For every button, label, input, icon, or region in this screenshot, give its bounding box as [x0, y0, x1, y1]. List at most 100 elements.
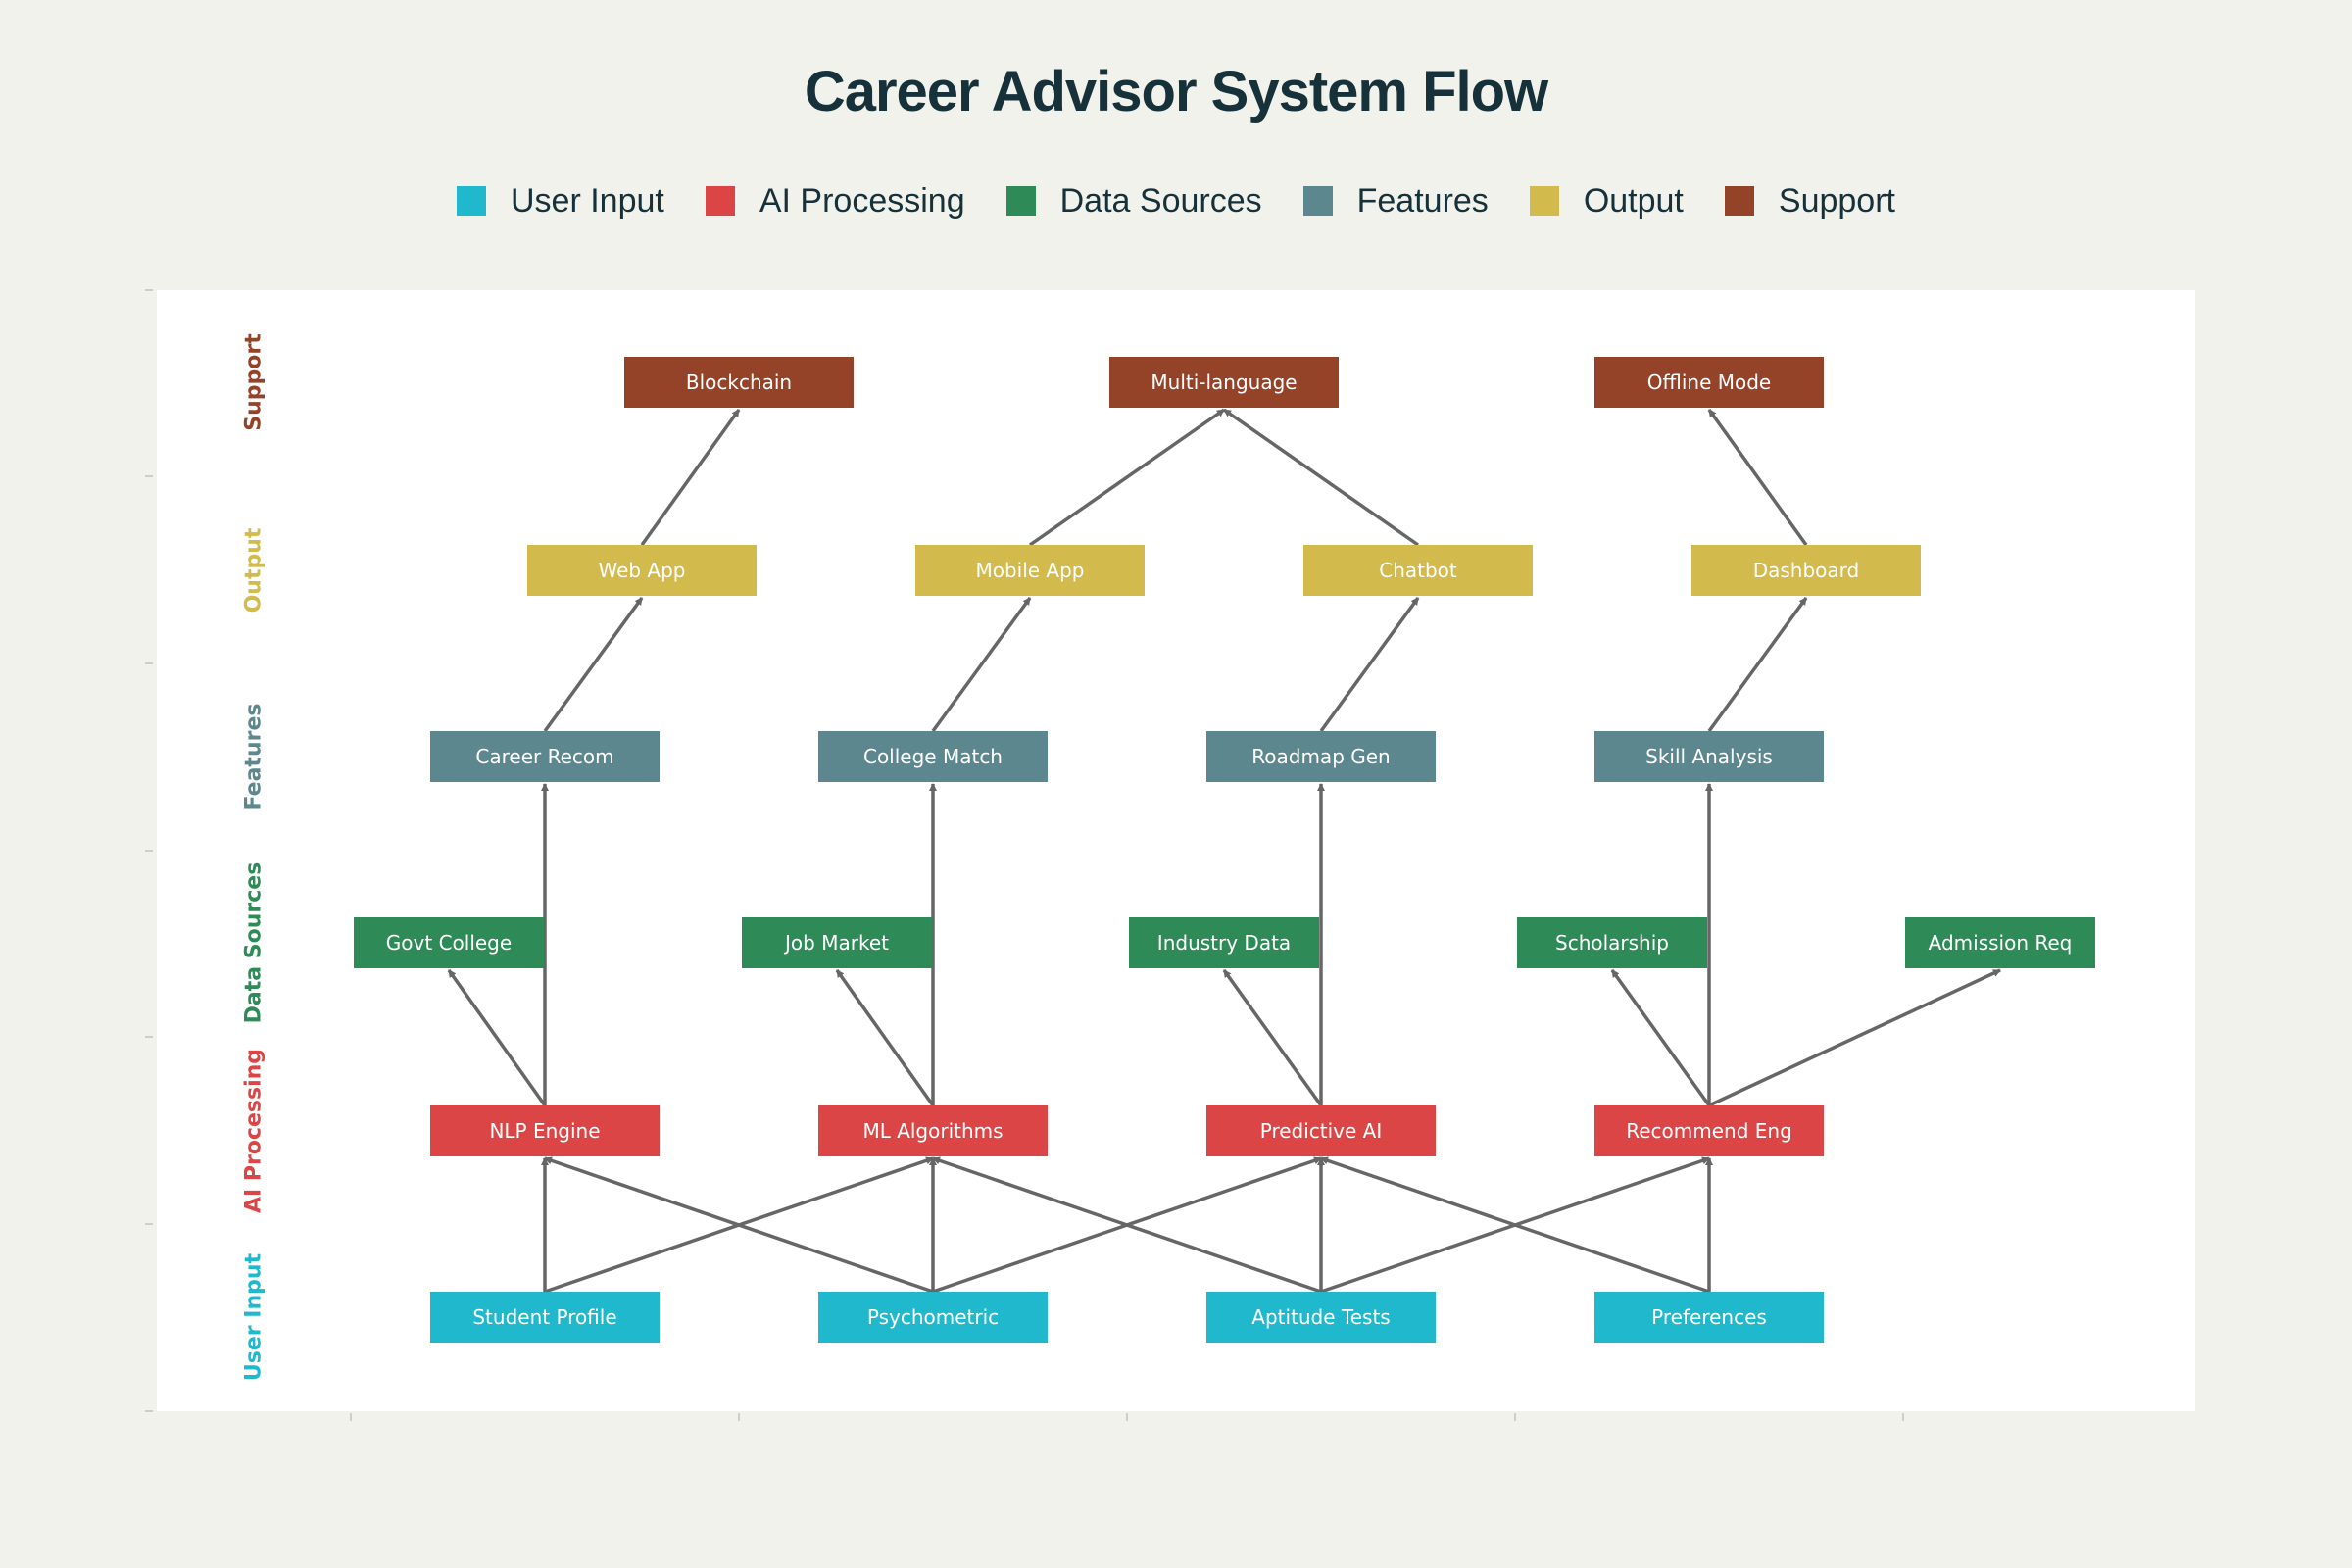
- node-multi-language: Multi-language: [1109, 357, 1339, 408]
- legend-swatch-support: [1724, 186, 1754, 216]
- node-mobile-app: Mobile App: [915, 545, 1145, 596]
- node-label-blockchain: Blockchain: [686, 370, 792, 394]
- edge-recommend-eng-to-scholarship: [1610, 968, 1711, 1107]
- node-label-industry-data: Industry Data: [1157, 931, 1291, 955]
- node-box-aptitude-tests: [1206, 1292, 1436, 1343]
- edge-psychometric-to-nlp-engine: [544, 1156, 934, 1294]
- node-skill-analysis: Skill Analysis: [1594, 731, 1824, 782]
- node-govt-college: Govt College: [354, 917, 544, 968]
- node-box-career-recom: [430, 731, 660, 782]
- node-roadmap-gen: Roadmap Gen: [1206, 731, 1436, 782]
- node-box-scholarship: [1517, 917, 1707, 968]
- node-box-job-market: [742, 917, 932, 968]
- edge-chatbot-to-multi-language: [1222, 408, 1420, 547]
- edge-recommend-eng-to-admission-req: [1708, 968, 2001, 1107]
- node-box-psychometric: [818, 1292, 1048, 1343]
- edges: [447, 408, 2001, 1294]
- node-label-job-market: Job Market: [783, 931, 889, 955]
- legend-item-features: Features: [1302, 181, 1489, 220]
- edge-web-app-to-blockchain: [640, 408, 741, 547]
- node-web-app: Web App: [527, 545, 757, 596]
- node-box-blockchain: [624, 357, 854, 408]
- diagram-plot-area: [157, 290, 2195, 1411]
- node-label-ml-algorithms: ML Algorithms: [862, 1119, 1003, 1143]
- legend-label-features: Features: [1356, 181, 1489, 220]
- node-dashboard: Dashboard: [1691, 545, 1921, 596]
- legend-item-user-input: User Input: [457, 182, 664, 220]
- node-label-web-app: Web App: [598, 559, 685, 582]
- edge-ml-algorithms-to-job-market: [835, 968, 935, 1107]
- node-box-govt-college: [354, 917, 544, 968]
- node-chatbot: Chatbot: [1303, 545, 1533, 596]
- node-label-psychometric: Psychometric: [867, 1305, 999, 1329]
- node-label-mobile-app: Mobile App: [975, 559, 1084, 582]
- node-industry-data: Industry Data: [1129, 917, 1319, 968]
- lane-label-data-sources: Data Sources: [242, 862, 267, 1024]
- node-label-preferences: Preferences: [1651, 1305, 1767, 1329]
- node-box-chatbot: [1303, 545, 1533, 596]
- node-box-dashboard: [1691, 545, 1921, 596]
- node-label-multi-language: Multi-language: [1151, 370, 1297, 394]
- legend-swatch-features: [1302, 186, 1333, 216]
- node-box-skill-analysis: [1594, 731, 1824, 782]
- legend: User Input AI Processing Data Sources Fe…: [0, 176, 2352, 225]
- node-recommend-eng: Recommend Eng: [1594, 1105, 1824, 1156]
- lane-label-user-input: User Input: [242, 1252, 267, 1381]
- edge-college-match-to-mobile-app: [931, 596, 1032, 733]
- node-college-match: College Match: [818, 731, 1048, 782]
- lane-label-ai-processing: AI Processing: [242, 1049, 267, 1213]
- legend-swatch-user-input: [457, 186, 486, 216]
- nodes: Student Profile Psychometric Aptitude Test…: [354, 357, 2095, 1343]
- node-nlp-engine: NLP Engine: [430, 1105, 660, 1156]
- legend-label-ai-processing: AI Processing: [759, 181, 965, 220]
- legend-swatch-ai-processing: [705, 186, 735, 216]
- node-label-govt-college: Govt College: [386, 931, 512, 955]
- node-ml-algorithms: ML Algorithms: [818, 1105, 1048, 1156]
- node-label-admission-req: Admission Req: [1929, 931, 2073, 955]
- node-admission-req: Admission Req: [1905, 917, 2095, 968]
- node-offline-mode: Offline Mode: [1594, 357, 1824, 408]
- node-label-nlp-engine: NLP Engine: [489, 1119, 600, 1143]
- node-box-college-match: [818, 731, 1048, 782]
- legend-item-data-sources: Data Sources: [1005, 182, 1262, 220]
- node-box-offline-mode: [1594, 357, 1824, 408]
- node-box-recommend-eng: [1594, 1105, 1824, 1156]
- lane-label-support: Support: [242, 333, 267, 431]
- edge-predictive-ai-to-industry-data: [1222, 968, 1323, 1107]
- node-job-market: Job Market: [742, 917, 932, 968]
- node-box-multi-language: [1109, 357, 1339, 408]
- node-label-roadmap-gen: Roadmap Gen: [1251, 745, 1390, 768]
- legend-item-support: Support: [1724, 181, 1895, 220]
- edge-skill-analysis-to-dashboard: [1707, 596, 1808, 733]
- legend-item-output: Output: [1529, 182, 1684, 220]
- axis-ticks: [145, 289, 1904, 1421]
- diagram-title: Career Advisor System Flow: [804, 60, 1548, 123]
- edge-roadmap-gen-to-chatbot: [1319, 596, 1420, 733]
- node-box-admission-req: [1905, 917, 2095, 968]
- legend-item-ai-processing: AI Processing: [705, 181, 965, 220]
- node-predictive-ai: Predictive AI: [1206, 1105, 1436, 1156]
- node-label-predictive-ai: Predictive AI: [1260, 1119, 1383, 1143]
- legend-swatch-data-sources: [1005, 186, 1036, 216]
- node-scholarship: Scholarship: [1517, 917, 1707, 968]
- node-box-predictive-ai: [1206, 1105, 1436, 1156]
- node-label-recommend-eng: Recommend Eng: [1626, 1119, 1792, 1143]
- edge-preferences-to-predictive-ai: [1320, 1156, 1710, 1294]
- node-student-profile: Student Profile: [430, 1292, 660, 1343]
- edge-career-recom-to-web-app: [543, 596, 644, 733]
- legend-label-support: Support: [1778, 181, 1895, 220]
- node-label-aptitude-tests: Aptitude Tests: [1251, 1305, 1390, 1329]
- node-label-chatbot: Chatbot: [1379, 559, 1457, 582]
- edge-dashboard-to-offline-mode: [1707, 408, 1808, 547]
- node-box-roadmap-gen: [1206, 731, 1436, 782]
- node-box-web-app: [527, 545, 757, 596]
- node-career-recom: Career Recom: [430, 731, 660, 782]
- lane-label-output: Output: [242, 527, 267, 612]
- node-label-offline-mode: Offline Mode: [1647, 370, 1771, 394]
- node-label-student-profile: Student Profile: [472, 1305, 616, 1329]
- node-box-mobile-app: [915, 545, 1145, 596]
- edge-aptitude-tests-to-ml-algorithms: [932, 1156, 1322, 1294]
- node-label-dashboard: Dashboard: [1753, 559, 1860, 582]
